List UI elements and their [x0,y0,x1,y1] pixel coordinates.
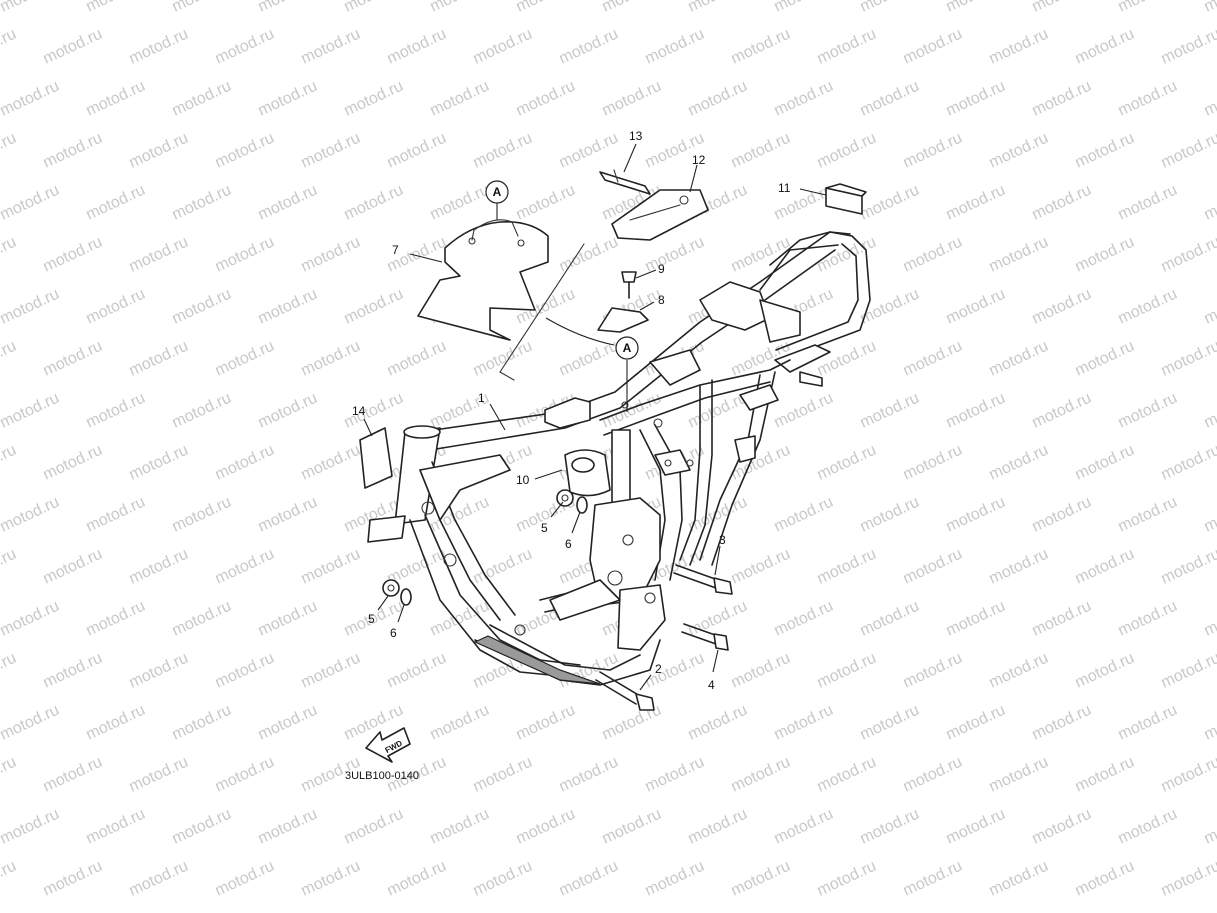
callout-4: 4 [708,678,715,692]
callout-8: 8 [658,293,665,307]
callouts: 1 2 3 4 5 6 5 6 7 8 9 10 11 12 13 14 [352,129,791,692]
callout-14: 14 [352,404,366,418]
part-14-sticker [359,427,393,489]
leader-lines [363,143,827,691]
part-10-damper [564,449,611,497]
callout-6-upper: 6 [565,537,572,551]
washer-6-lower [400,588,412,606]
bolt-4 [681,623,729,651]
bolt-2 [595,671,655,711]
main-frame [367,231,871,686]
part-11-block [825,183,867,215]
callout-5-lower: 5 [368,612,375,626]
washer-6-upper [576,496,588,514]
part-8-bracket [597,307,649,333]
drawing-code: 3ULB100-0140 [345,770,419,782]
reference-marker-label-frame: A [623,341,632,355]
callout-11: 11 [778,181,791,195]
callout-7: 7 [392,243,399,257]
callout-1: 1 [478,391,485,405]
bolt-3 [673,564,733,595]
callout-9: 9 [658,262,665,276]
callout-2: 2 [655,662,662,676]
nut-5-upper [556,489,574,507]
nut-5-lower [382,579,400,597]
callout-5-upper: 5 [541,521,548,535]
part-9-screw [621,271,637,299]
reference-marker-label-top: A [493,185,502,199]
callout-3: 3 [719,533,726,547]
callout-13: 13 [629,129,643,143]
callout-12: 12 [692,153,706,167]
reference-marker-frame: A [615,336,639,360]
reference-marker-top: A [485,180,509,204]
part-12-pad [611,189,709,241]
callout-6-lower: 6 [390,626,397,640]
part-13-strap [599,169,651,195]
fwd-arrow-icon: FWD [365,727,411,763]
callout-10: 10 [516,473,530,487]
part-7-plate [417,219,585,381]
